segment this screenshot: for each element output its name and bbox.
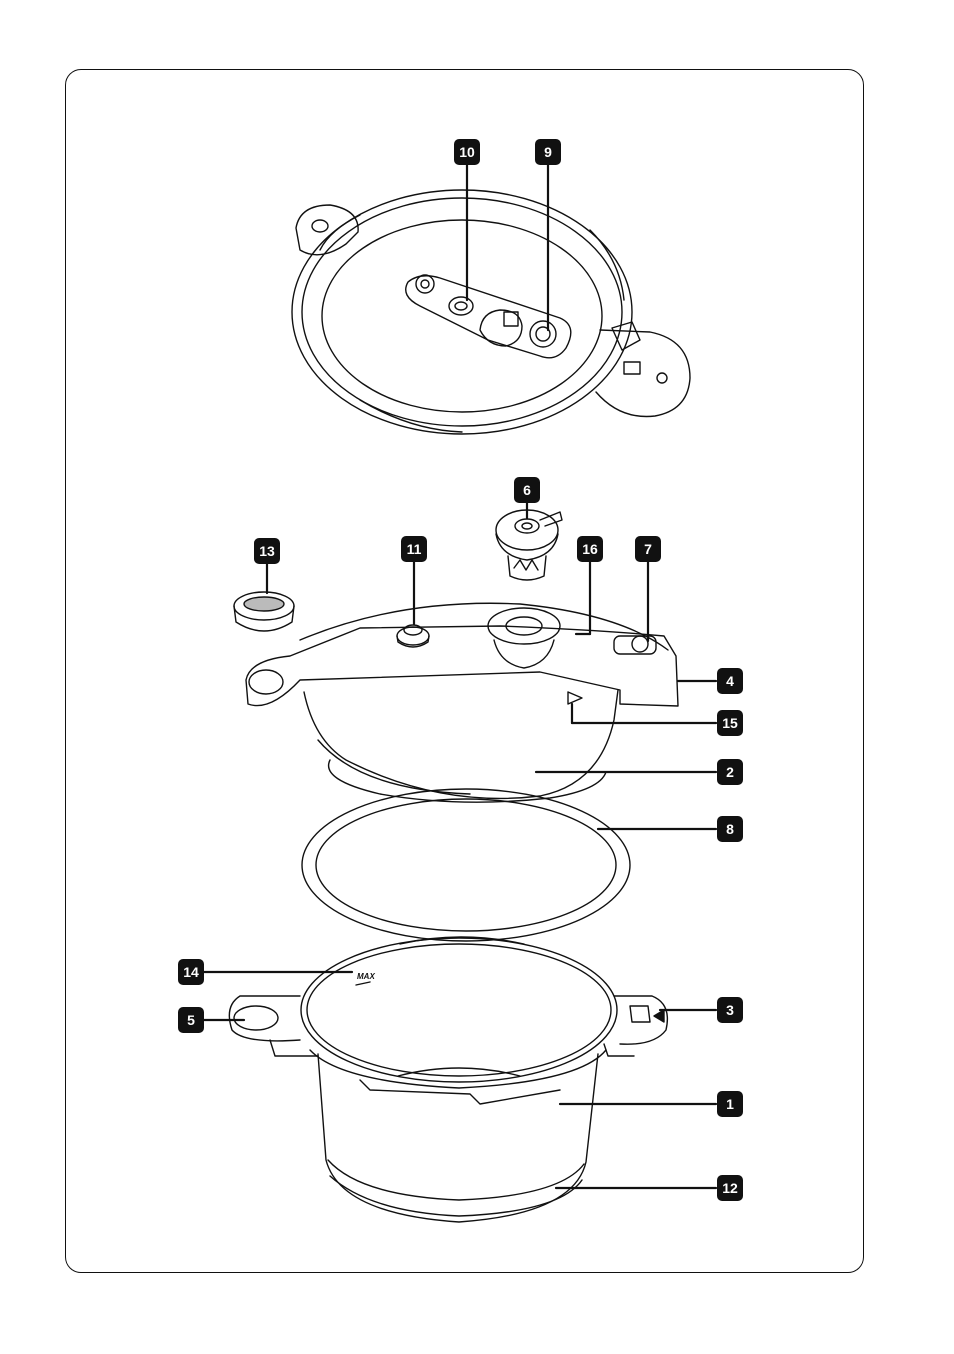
- svg-text:16: 16: [582, 541, 598, 557]
- svg-text:15: 15: [722, 715, 738, 731]
- callout-14: 14: [178, 959, 204, 985]
- svg-text:12: 12: [722, 1180, 738, 1196]
- callout-5: 5: [178, 1007, 204, 1033]
- callout-3: 3: [717, 997, 743, 1023]
- svg-text:14: 14: [183, 964, 199, 980]
- callout-7: 7: [635, 536, 661, 562]
- callout-11: 11: [401, 536, 427, 562]
- lid-underside-view: [292, 190, 690, 434]
- svg-text:6: 6: [523, 482, 531, 498]
- svg-text:2: 2: [726, 764, 734, 780]
- callout-6: 6: [514, 477, 540, 503]
- svg-text:1: 1: [726, 1096, 734, 1112]
- callout-9: 9: [535, 139, 561, 165]
- svg-text:9: 9: [544, 144, 552, 160]
- callout-15: 15: [717, 710, 743, 736]
- svg-text:11: 11: [407, 541, 422, 557]
- svg-text:10: 10: [459, 144, 475, 160]
- callout-4: 4: [717, 668, 743, 694]
- svg-text:4: 4: [726, 673, 734, 689]
- pot-body: MAX: [229, 937, 667, 1222]
- callout-2: 2: [717, 759, 743, 785]
- callout-13: 13: [254, 538, 280, 564]
- callout-1: 1: [717, 1091, 743, 1117]
- svg-text:8: 8: [726, 821, 734, 837]
- svg-text:7: 7: [644, 541, 652, 557]
- svg-text:5: 5: [187, 1012, 195, 1028]
- max-mark: MAX: [357, 972, 375, 981]
- callout-12: 12: [717, 1175, 743, 1201]
- callout-16: 16: [577, 536, 603, 562]
- callout-8: 8: [717, 816, 743, 842]
- svg-text:13: 13: [259, 543, 275, 559]
- sealing-ring-part: [302, 789, 630, 941]
- svg-text:3: 3: [726, 1002, 734, 1018]
- pressure-valve-part: [496, 510, 562, 580]
- callout-10: 10: [454, 139, 480, 165]
- lid-cap-part: [234, 592, 294, 631]
